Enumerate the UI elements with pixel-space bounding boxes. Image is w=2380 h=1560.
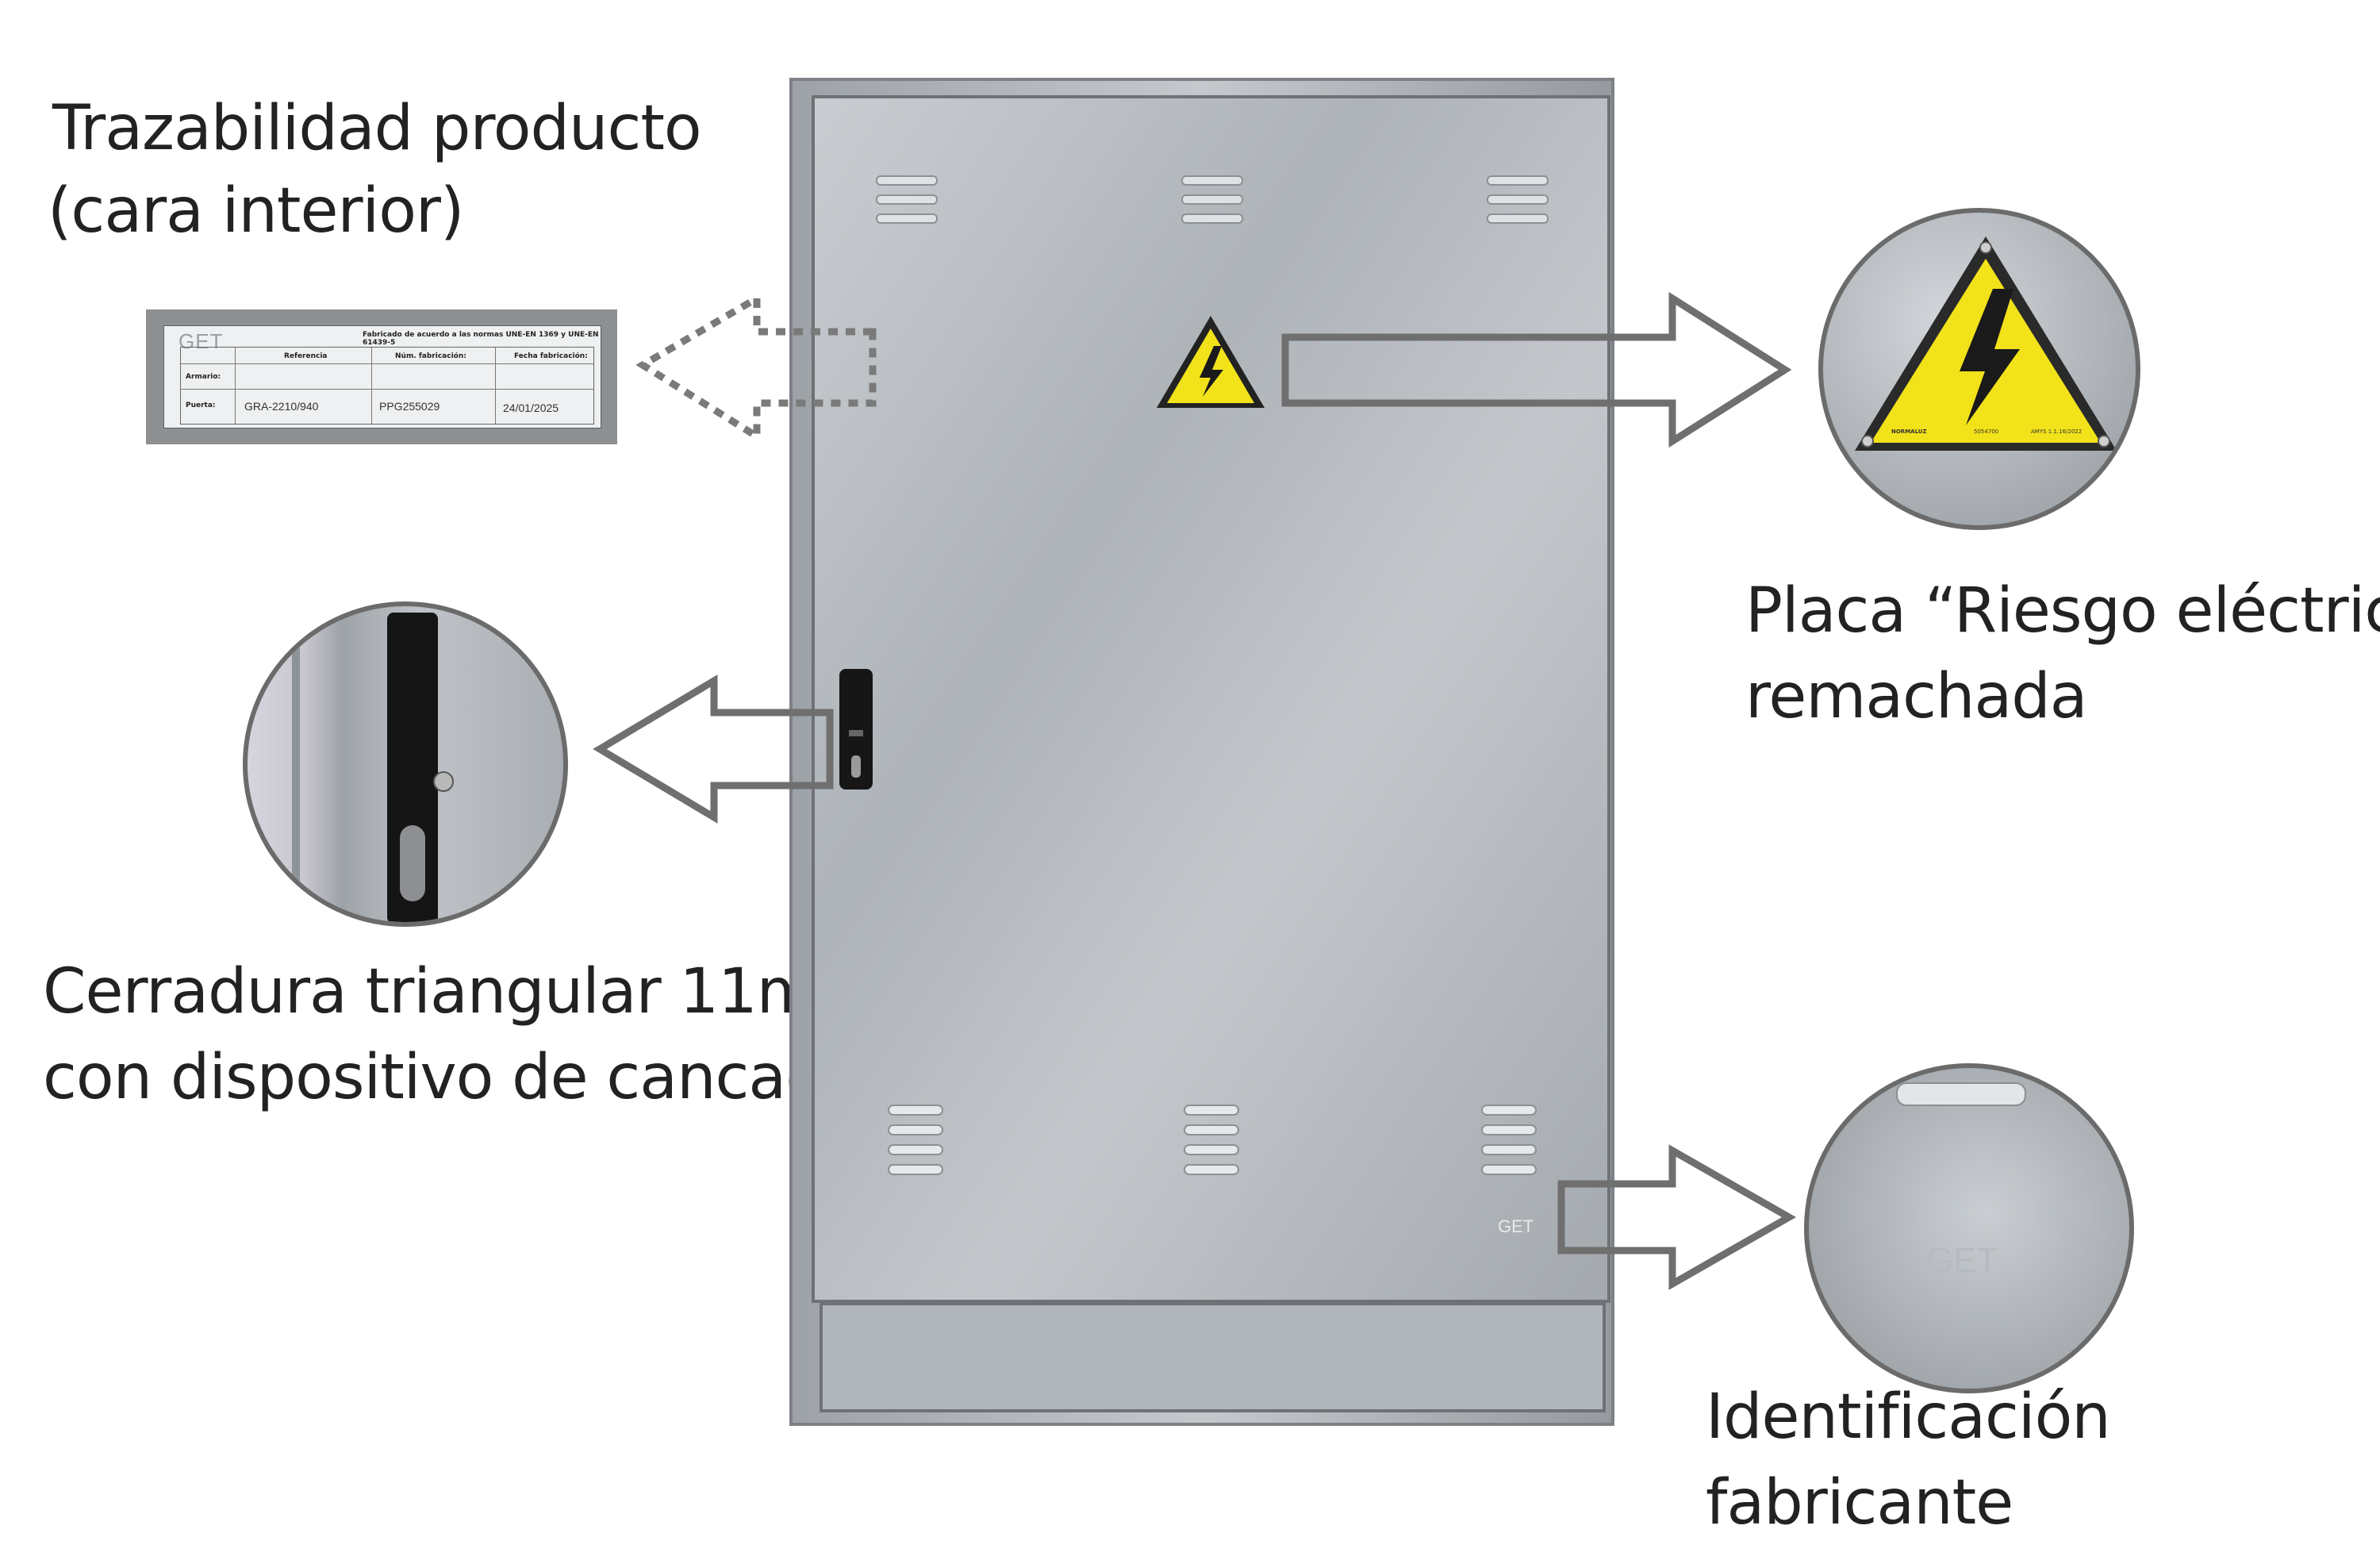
zoom-get-mark: GET — [1926, 1241, 1998, 1280]
trace-row-cabinet: Armario: — [186, 373, 221, 381]
trace-row-door: Puerta: — [186, 402, 216, 409]
trace-label-table: Referencia Núm. fabricación: Fecha fabri… — [180, 347, 594, 425]
caption-warning-line2: remachada — [1745, 661, 2088, 732]
door-warning-sign — [1157, 316, 1265, 408]
zoom-warning-triangle — [1855, 236, 2117, 451]
door-lock-handle — [839, 669, 873, 790]
trace-door-serial: PPG255029 — [379, 400, 440, 413]
zoom-lock-pin — [433, 771, 454, 792]
trace-label-logo: GET — [178, 329, 224, 353]
trace-label-norm: Fabricado de acuerdo a las normas UNE-EN… — [363, 331, 599, 347]
trace-label-card: GET Fabricado de acuerdo a las normas UN… — [146, 309, 617, 444]
caption-warning-line1: Placa “Riesgo eléctrico” — [1745, 575, 2380, 647]
cabinet-door — [812, 95, 1610, 1303]
bottom-vents — [888, 1105, 1537, 1175]
trace-door-reference: GRA-2210/940 — [244, 400, 319, 413]
trace-col-reference: Referencia — [284, 352, 328, 360]
top-vents — [876, 175, 1549, 224]
trace-col-date: Fecha fabricación: — [514, 352, 588, 360]
caption-lock-line2: con dispositivo de cancado — [43, 1042, 862, 1113]
arrow-to-manufacturer-zoom — [1557, 1144, 1797, 1290]
zoom-lock-door-edge — [292, 606, 300, 922]
trace-door-date: 24/01/2025 — [503, 402, 559, 414]
caption-traceability-line1: Trazabilidad producto — [52, 93, 702, 164]
caption-lock-line1: Cerradura triangular 11mm — [43, 956, 877, 1028]
zoom-vent-slot — [1896, 1082, 2026, 1106]
caption-manufacturer-line2: fabricante — [1706, 1467, 2013, 1539]
zoom-sign-brand: NORMALUZ — [1891, 428, 1927, 435]
door-get-mark: GET — [1498, 1216, 1534, 1236]
arrow-to-trace-label — [635, 292, 877, 444]
zoom-lock-keyhole — [400, 825, 425, 901]
zoom-warning-sign: NORMALUZ 5054700 AMYS 1.1.16/2022 — [1818, 208, 2140, 530]
zoom-lock — [243, 601, 568, 927]
trace-col-serial: Núm. fabricación: — [395, 352, 466, 360]
arrow-to-warning-zoom — [1281, 291, 1792, 448]
trace-label-plate: GET Fabricado de acuerdo a las normas UN… — [163, 325, 601, 428]
caption-manufacturer-line1: Identificación — [1706, 1381, 2111, 1453]
zoom-sign-ref: 5054700 — [1974, 428, 1999, 435]
caption-traceability-line2: (cara interior) — [48, 175, 464, 247]
zoom-manufacturer: GET — [1804, 1063, 2134, 1393]
cabinet-plinth — [820, 1302, 1606, 1412]
arrow-to-lock-zoom — [593, 674, 834, 824]
zoom-sign-code: AMYS 1.1.16/2022 — [2031, 428, 2082, 435]
